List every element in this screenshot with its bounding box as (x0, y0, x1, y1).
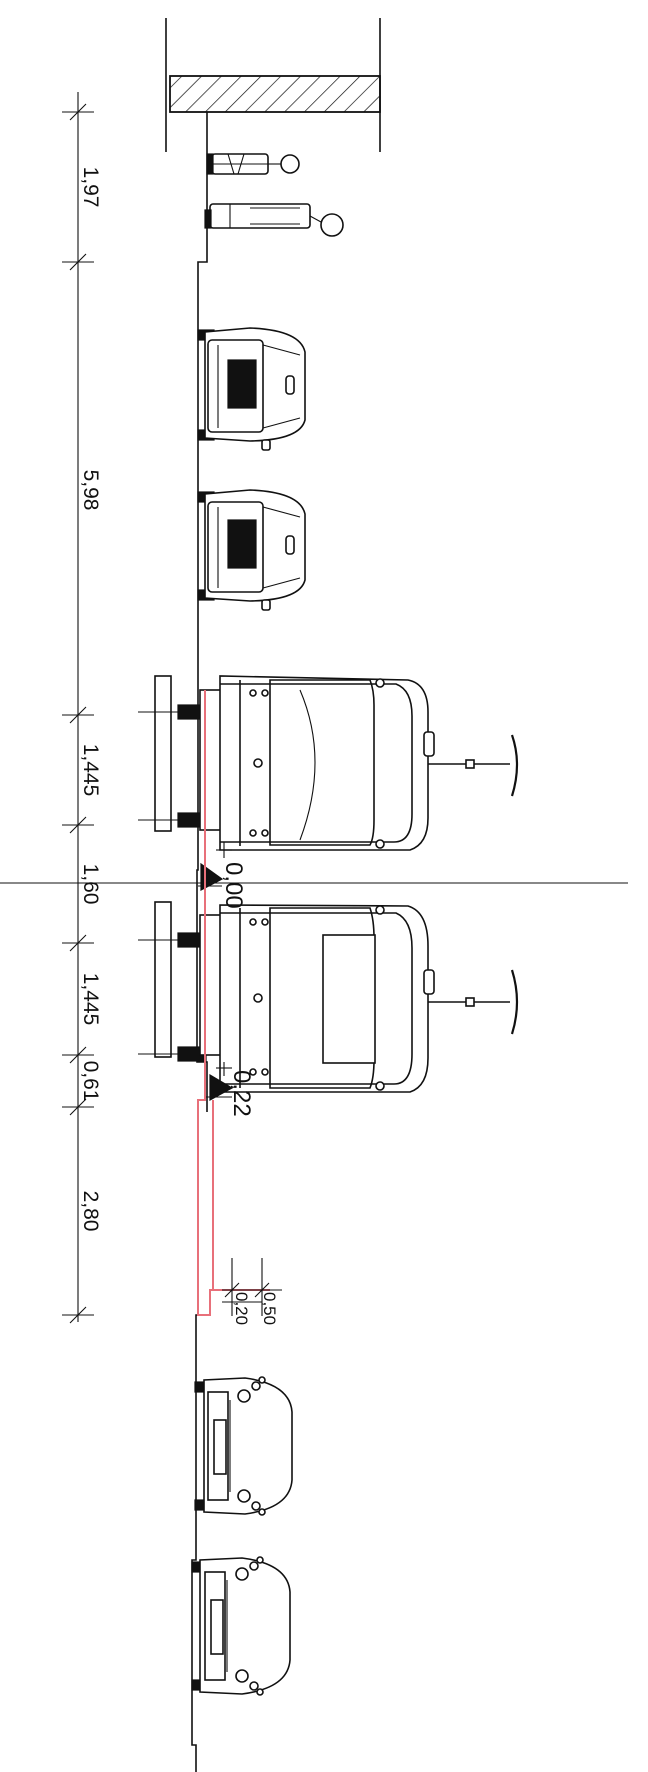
dimension-label: 1,445 (79, 973, 102, 1026)
dimension-label: 1,445 (79, 744, 102, 797)
dimension-label: 5,98 (79, 470, 102, 511)
tram-front-view (138, 901, 519, 1093)
dimension-label: 1,97 (79, 167, 102, 208)
parked-car-front-view (197, 327, 306, 451)
kerb-label: 0,20 (232, 1292, 251, 1325)
level-marker: 0,00 (198, 842, 247, 909)
building-wall (165, 18, 381, 152)
parked-car-front-view (197, 489, 306, 611)
dimension-chain: 1,97 5,98 1,445 1,60 1,445 0,61 2,80 (62, 92, 102, 1324)
parked-car-rear-view (194, 1376, 293, 1516)
dimension-label: 2,80 (79, 1191, 102, 1232)
tram-front-view (138, 675, 519, 851)
cycle-lane-outline (197, 690, 270, 1316)
level-label: 0,00 (220, 862, 247, 909)
pedestrian-figure (204, 203, 344, 237)
level-marker: 0,22 (205, 1062, 255, 1117)
dimension-label: 1,60 (79, 864, 102, 905)
parked-car-rear-view (191, 1556, 291, 1696)
kerb-label: 0,50 (260, 1292, 279, 1325)
level-label: 0,22 (228, 1070, 255, 1117)
pedestrian-figure (206, 153, 300, 175)
dimension-label: 0,61 (79, 1061, 102, 1102)
kerb-dimension: 0,50 0,20 (222, 1258, 282, 1325)
